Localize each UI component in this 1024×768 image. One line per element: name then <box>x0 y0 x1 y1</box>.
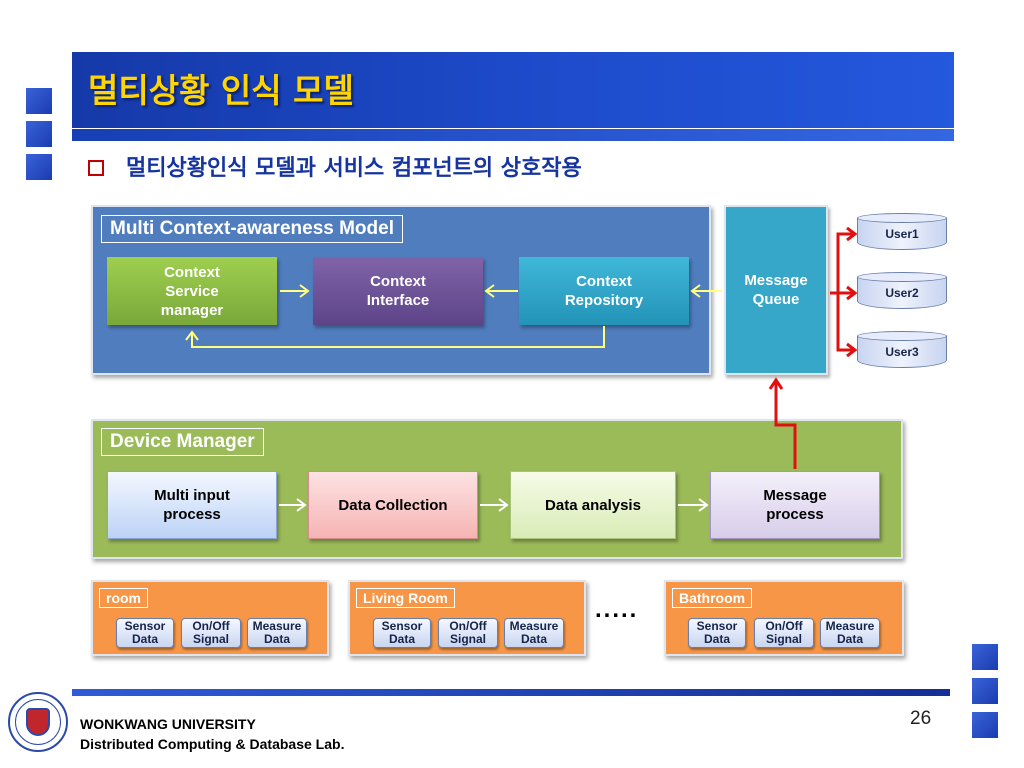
context-interface-box: Context Interface <box>313 257 483 325</box>
arrow-queue-to-user1 <box>836 226 858 293</box>
title-bar <box>72 52 954 128</box>
cylinder-top <box>857 213 947 223</box>
footer-university: WONKWANG UNIVERSITY <box>80 716 256 732</box>
room-label: Living Room <box>356 588 455 608</box>
sensor-data-box: Sensor Data <box>688 618 746 648</box>
data-collection-box: Data Collection <box>308 471 478 539</box>
room-label: room <box>99 588 148 608</box>
page-number: 26 <box>910 708 932 729</box>
decor-square <box>26 154 52 180</box>
arrow-repository-to-interface <box>484 284 518 298</box>
user-label: User1 <box>857 218 947 250</box>
ellipsis: ..... <box>595 596 639 623</box>
red-arrows <box>768 226 858 469</box>
arrow-queue-to-user3 <box>836 293 858 358</box>
room-label: Bathroom <box>672 588 753 608</box>
on-off-signal-box: On/Off Signal <box>181 618 241 648</box>
decor-square <box>26 88 52 114</box>
measure-data-box: Measure Data <box>247 618 307 648</box>
data-analysis-box: Data analysis <box>510 471 676 539</box>
model-label: Multi Context-awareness Model <box>101 215 403 243</box>
arrow-csm-to-interface <box>280 284 310 298</box>
on-off-signal-box: On/Off Signal <box>438 618 498 648</box>
user-cylinder: User2 <box>857 272 949 312</box>
context-repository-box: Context Repository <box>519 257 689 325</box>
arrow-input-to-collection <box>279 498 307 512</box>
slide-title: 멀티상황 인식 모델 <box>88 71 354 110</box>
arrow-collection-to-analysis <box>480 498 509 512</box>
sensor-data-box: Sensor Data <box>373 618 431 648</box>
title-rule <box>72 129 954 141</box>
decor-square <box>26 121 52 147</box>
message-process-box: Message process <box>710 471 880 539</box>
measure-data-box: Measure Data <box>504 618 564 648</box>
yellow-arrows <box>185 284 722 348</box>
measure-data-box: Measure Data <box>820 618 880 648</box>
arrow-queue-to-user2 <box>830 285 858 301</box>
decor-square <box>972 712 998 738</box>
white-arrows <box>279 498 709 512</box>
decor-square <box>972 678 998 704</box>
arrow-analysis-to-message <box>678 498 709 512</box>
user-label: User3 <box>857 336 947 368</box>
square-bullet-icon <box>88 160 104 176</box>
footer-rule <box>72 689 950 696</box>
arrow-queue-to-repository <box>690 284 722 298</box>
university-seal-icon <box>8 692 68 752</box>
seal-shield <box>26 708 50 736</box>
multi-input-process-box: Multi input process <box>107 471 277 539</box>
message-queue-box: Message Queue <box>724 205 828 375</box>
context-service-manager-box: Context Service manager <box>107 257 277 325</box>
decor-square <box>972 644 998 670</box>
cylinder-top <box>857 331 947 341</box>
arrow-repository-feedback <box>185 326 605 348</box>
footer-lab: Distributed Computing & Database Lab. <box>80 736 345 752</box>
sensor-data-box: Sensor Data <box>116 618 174 648</box>
cylinder-top <box>857 272 947 282</box>
seal-ring <box>15 699 61 745</box>
arrow-process-to-queue <box>768 377 797 469</box>
on-off-signal-box: On/Off Signal <box>754 618 814 648</box>
user-cylinder: User1 <box>857 213 949 253</box>
user-cylinder: User3 <box>857 331 949 371</box>
slide-subtitle: 멀티상황인식 모델과 서비스 컴포넌트의 상호작용 <box>126 156 582 181</box>
device-manager-label: Device Manager <box>101 428 264 456</box>
